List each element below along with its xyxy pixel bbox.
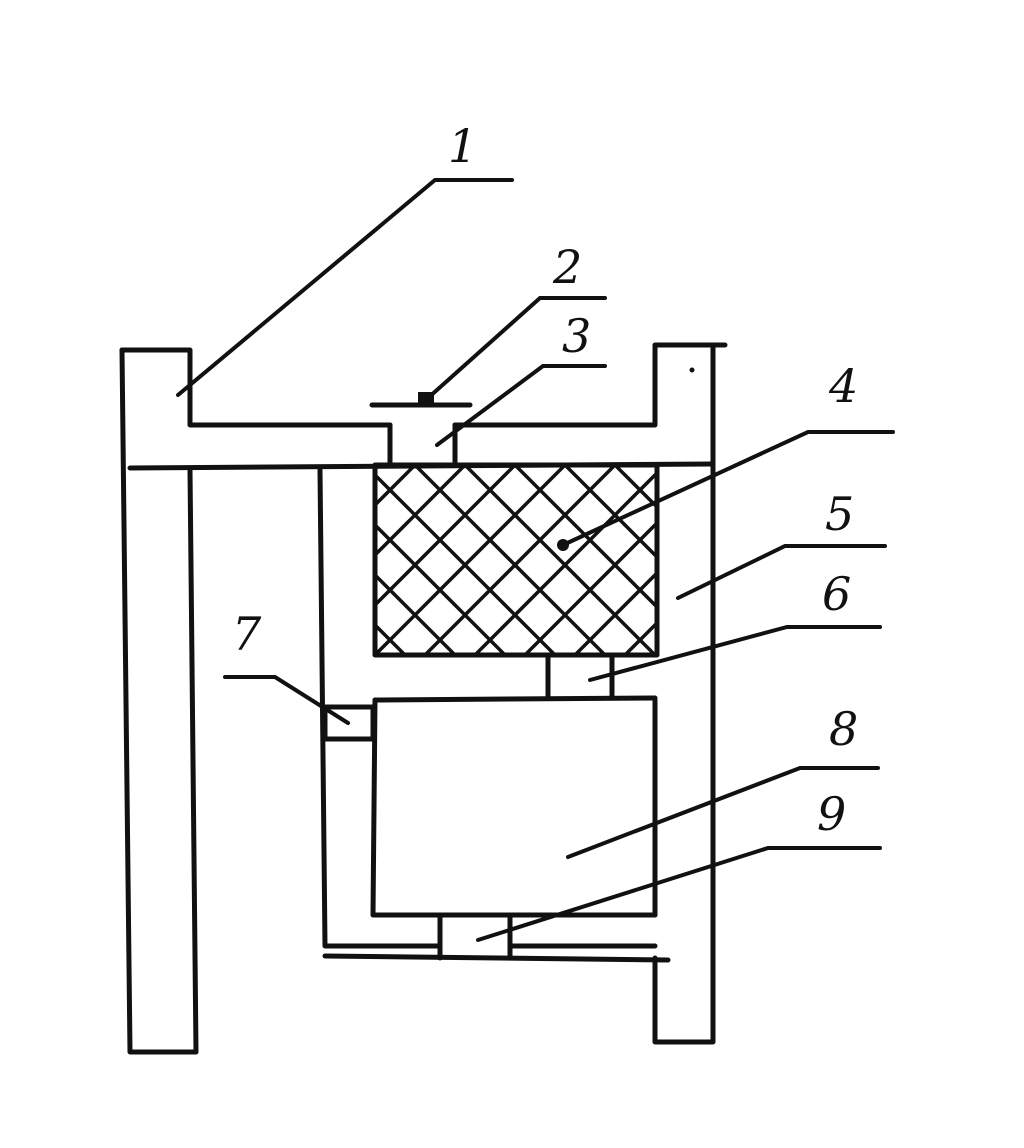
callout-labels: 1 2 3 4 5 6 7 8 9 xyxy=(232,119,858,841)
net-block xyxy=(372,462,660,658)
leader-5 xyxy=(676,544,887,600)
leader-lines xyxy=(176,178,895,942)
callout-1: 1 xyxy=(448,119,477,173)
upper-connector xyxy=(387,422,458,468)
leader-4 xyxy=(561,430,895,547)
callout-6: 6 xyxy=(822,567,851,621)
net-hatching xyxy=(375,465,657,655)
leader-3 xyxy=(435,364,607,447)
middle-connector xyxy=(545,652,615,701)
leader-2 xyxy=(426,296,607,400)
leader-8 xyxy=(566,766,880,859)
leader-7 xyxy=(223,675,350,725)
lower-connector xyxy=(437,912,513,961)
callout-5: 5 xyxy=(825,487,854,541)
callout-2: 2 xyxy=(552,240,582,294)
callout-4: 4 xyxy=(828,359,858,413)
stray-mark xyxy=(689,367,695,373)
inner-frame xyxy=(317,467,671,963)
top-fitting xyxy=(369,392,473,408)
leader-1 xyxy=(176,178,514,397)
leader-9 xyxy=(476,846,882,942)
main-box xyxy=(370,695,658,918)
leader-6 xyxy=(588,625,882,682)
callout-8: 8 xyxy=(829,702,858,756)
callout-7: 7 xyxy=(232,607,262,661)
callout-3: 3 xyxy=(562,309,591,363)
callout-9: 9 xyxy=(817,787,846,841)
